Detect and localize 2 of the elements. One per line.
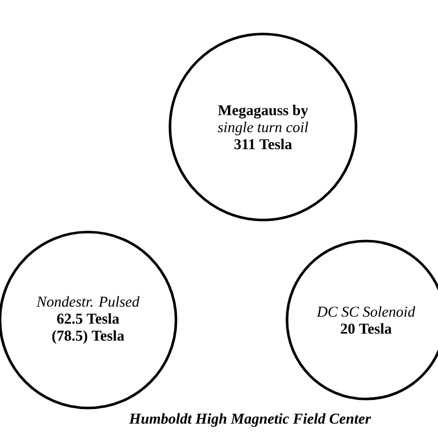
caption: Humboldt High Magnetic Field Center	[129, 413, 371, 427]
circle-node: Megagauss by single turn coil 311 Tesla	[168, 32, 358, 222]
